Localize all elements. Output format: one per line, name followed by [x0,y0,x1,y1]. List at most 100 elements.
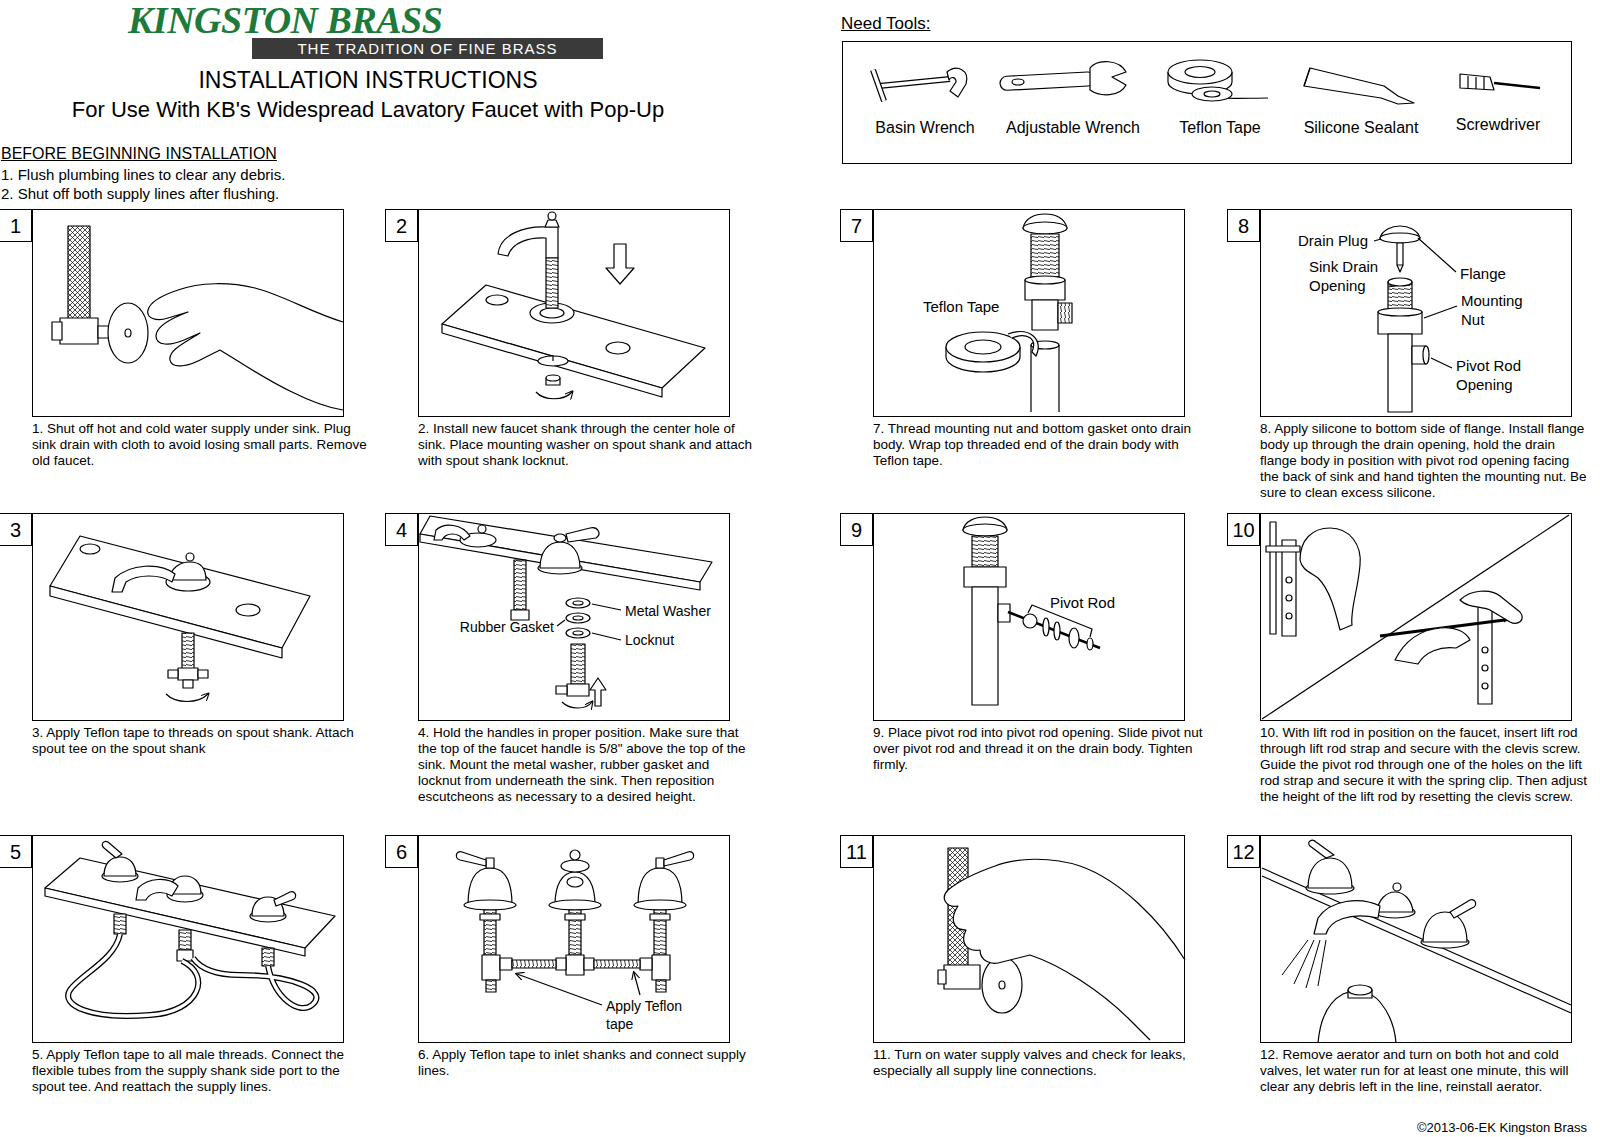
handle-mount-figure [420,534,700,590]
handle-mount-figure [420,516,712,708]
aerator-flush-figure [1282,940,1326,988]
step-number-box: 5 [0,835,32,868]
inlet-shank-figure [567,877,583,887]
inlet-shank-figure [464,900,516,910]
spout-tee-figure [236,604,260,616]
handle-mount-figure [554,534,566,542]
handle-mount-figure [566,598,590,608]
step-number-box: 2 [385,209,418,242]
lift-rod-figure [1478,596,1492,704]
handle-mount-figure [573,601,583,605]
spout-install-figure [545,220,559,227]
step-number-box: 3 [0,513,32,546]
tools-heading: Need Tools: [841,14,930,34]
spout-install-figure [548,212,556,220]
step-number: 10 [1232,519,1254,541]
step-number: 12 [1232,841,1254,863]
pivot-rod-figure [1023,614,1037,628]
step-panel: 9. Place pivot rod into pivot rod openin… [873,513,1185,721]
valve-hand-figure [52,226,343,410]
spout-install-figure [552,356,553,361]
valve-hand-figure [125,329,131,337]
valve-check-figure [938,970,946,984]
part-label: Pivot Rod [1050,593,1115,612]
spout-install-figure [486,295,508,305]
inlet-shank-figure [634,900,686,910]
drain-flange-figure [1397,243,1403,265]
inlet-shank-figure [456,852,486,866]
teflon-tape-icon [1185,67,1215,78]
pivot-rod-figure [1043,618,1049,636]
supply-hose-figure [274,892,296,906]
step-number: 4 [396,519,407,541]
spout-install-figure [606,244,634,284]
spout-install-figure [546,258,558,308]
step-number: 5 [10,841,21,863]
lift-rod-figure [1482,683,1488,689]
screwdriver-icon [1460,74,1494,90]
step-number: 3 [10,519,21,541]
spout-tee-figure [50,586,282,658]
spout-install-figure [546,375,560,381]
inlet-shank-figure [549,900,601,910]
inlet-shank-figure [656,858,664,868]
spout-tee-figure [170,562,206,580]
aerator-flush-figure [1450,900,1476,918]
inlet-shank-figure [565,914,585,920]
tool-name: Adjustable Wrench [993,118,1153,138]
inlet-shank-figure [656,980,666,992]
part-label: Sink Drain Opening [1309,257,1387,295]
supply-hose-figure [104,857,136,876]
copyright-note: ©2013-06-EK Kingston Brass [1380,1120,1587,1136]
inlet-shank-figure [566,955,584,975]
handle-mount-figure [511,610,529,620]
tool-name: Basin Wrench [845,118,1005,138]
handle-mount-figure [571,644,585,684]
spout-install-figure [442,324,662,397]
handle-mount-figure [556,686,567,694]
inlet-shank-figure [594,960,640,968]
lift-rod-figure [1270,522,1276,634]
spout-tee-figure [168,670,178,678]
supply-hose-figure [262,948,274,966]
inlet-shank-figure [480,914,500,920]
supply-hose-figure [179,930,191,950]
lift-rod-figure [1262,515,1569,719]
inlet-shank-figure [456,850,693,1005]
supply-hose-figure [68,934,198,1016]
screwdriver-icon [1460,74,1540,90]
sealant-tube-icon [1304,68,1414,104]
spout-tee-figure [50,536,310,702]
inlet-shank-figure [482,955,500,980]
part-label: Rubber Gasket [432,618,554,636]
step-panel: 11. Turn on water supply valves and chec… [873,835,1185,1043]
section-heading: BEFORE BEGINNING INSTALLATION [1,144,277,164]
step-caption: 11. Turn on water supply valves and chec… [873,1047,1209,1079]
inlet-shank-figure [664,852,694,866]
step-number-box: 10 [1227,513,1260,546]
supply-hose-figure [193,958,316,1008]
prep-step: 2. Shut off both supply lines after flus… [1,184,279,203]
aerator-flush-figure [1262,868,1571,1013]
step-number: 6 [396,841,407,863]
part-label: Mounting Nut [1461,291,1533,329]
tools-box: Need Tools: [842,41,1572,164]
supply-hose-figure [193,958,316,1008]
part-label: Locknut [625,631,674,649]
adjustable-wrench-icon [1090,62,1126,95]
spout-install-figure [536,392,572,399]
handle-mount-figure [567,684,589,696]
aerator-flush-figure [1309,840,1334,858]
basin-wrench-icon [947,68,967,97]
step-caption: 3. Apply Teflon tape to threads on spout… [32,725,368,757]
lift-rod-figure [1286,613,1292,619]
spout-tee-figure [178,668,198,680]
screwdriver-icon [1494,83,1540,88]
step-panel: 7. Thread mounting nut and bottom gasket… [873,209,1185,417]
spout-install-figure [540,308,564,318]
drain-body-figure [1025,276,1065,284]
valve-check-figure [944,965,980,989]
inlet-shank-figure [634,973,640,995]
pivot-rod-figure [964,567,1006,587]
inlet-shank-figure [517,974,602,1005]
